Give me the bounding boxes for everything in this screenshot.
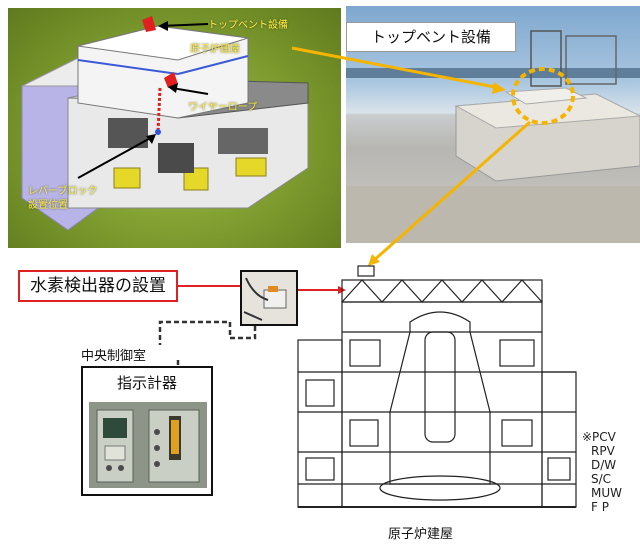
top-vent-marker: [142, 16, 156, 32]
indicator-knob-5: [154, 461, 160, 467]
section-containment: [389, 311, 491, 485]
note-line-3: D/W: [591, 458, 617, 472]
roof-deck: [346, 186, 640, 243]
indicator-bargraph-fill: [171, 420, 179, 454]
detector-drawing: [242, 272, 296, 324]
roof-blue-line-2: [177, 55, 249, 75]
detector-cable: [245, 277, 269, 301]
indicator-knob-3: [154, 429, 160, 435]
sea: [346, 68, 640, 78]
indicator-box: 指示計器: [81, 366, 213, 496]
detector-cable-2: [243, 311, 263, 321]
yellow-arrow-photo-to-section: [371, 120, 531, 264]
indicator-knob-4: [154, 445, 160, 451]
note-line-6: F P: [591, 500, 609, 514]
top-vent-arrowhead: [158, 21, 168, 31]
equipment-box-3: [158, 143, 194, 173]
note-line-5: MUW: [591, 486, 623, 500]
section-truss-lines: [341, 279, 543, 303]
room-6: [305, 457, 335, 481]
reactor-building-section-label: 原子炉建屋: [388, 527, 454, 542]
detector-orange-part: [268, 286, 278, 292]
room-5: [501, 419, 533, 447]
top-vent-photo-drawing: [346, 30, 640, 243]
yellow-structure-mid: [183, 167, 209, 191]
photo-caption: トップベント設備: [346, 22, 516, 52]
lever-block-point: [155, 129, 161, 135]
yellow-arrowhead-1: [492, 82, 506, 94]
note-line-4: S/C: [591, 472, 612, 486]
wire-rope-arrow: [171, 87, 209, 95]
upper-building-roof: [77, 25, 249, 61]
note-line-1: ※PCV: [582, 430, 616, 444]
yellow-arrowhead-2: [368, 254, 380, 266]
top-vent-label: トップベント設備: [208, 20, 288, 31]
room-3: [305, 379, 335, 407]
indicator-keypad: [104, 445, 126, 461]
yellow-structure-right: [235, 157, 267, 177]
wire-rope-label: ワイヤーロープ: [188, 102, 258, 113]
indicator-label: 指示計器: [116, 374, 177, 392]
room-4: [349, 419, 379, 447]
indicator-panel-photo: [89, 402, 207, 488]
indicator-display-left: [103, 418, 127, 438]
indicator-knob-2: [118, 465, 124, 471]
vent-cap: [504, 87, 588, 105]
roof-blue-line: [77, 59, 179, 75]
yellow-arrow-render-to-photo: [291, 46, 501, 90]
signal-dashed-line: [158, 320, 257, 345]
hydrogen-detector-thumbnail: [240, 270, 298, 326]
main-control-room-label: 中央制御室: [81, 349, 147, 364]
indicator-knob-1: [106, 465, 112, 471]
lever-block-arrowhead: [146, 134, 156, 144]
building-3d-render: トップベント設備 原子炉建屋 ワイヤーロープ レバーブロック 設置位置: [8, 8, 341, 248]
lever-block-label-2: 設置位置: [28, 200, 68, 211]
lever-block-arrow: [77, 135, 155, 179]
wire-rope-line: [156, 87, 162, 134]
section-suppression-chamber: [379, 475, 501, 501]
yellow-structure-left: [113, 167, 141, 189]
section-top-vent: [357, 265, 375, 277]
wire-rope-arrowhead: [168, 83, 178, 93]
highlight-circle: [511, 67, 575, 125]
reactor-building-3d-label: 原子炉建屋: [190, 44, 240, 55]
wire-rope-top-marker: [164, 72, 178, 88]
room-2: [499, 339, 535, 367]
room-1: [349, 339, 381, 367]
lever-block-label-1: レバーブロック: [28, 186, 98, 197]
note-line-2: RPV: [591, 444, 615, 458]
section-reactor-vessel: [424, 331, 456, 443]
equipment-box-2: [218, 128, 268, 154]
room-7: [547, 457, 571, 481]
section-left-annex: [297, 339, 343, 508]
abbreviation-notes: ※PCV RPV D/W S/C MUW F P: [582, 430, 622, 514]
top-vent-photo: トップベント設備: [346, 6, 640, 243]
section-right-annex: [541, 371, 577, 508]
railing-2: [565, 35, 617, 85]
reactor-building-section: [297, 265, 577, 508]
railing: [530, 30, 562, 87]
building-3d-drawing: [21, 16, 309, 231]
hydrogen-detector-label: 水素検出器の設置: [18, 270, 178, 302]
